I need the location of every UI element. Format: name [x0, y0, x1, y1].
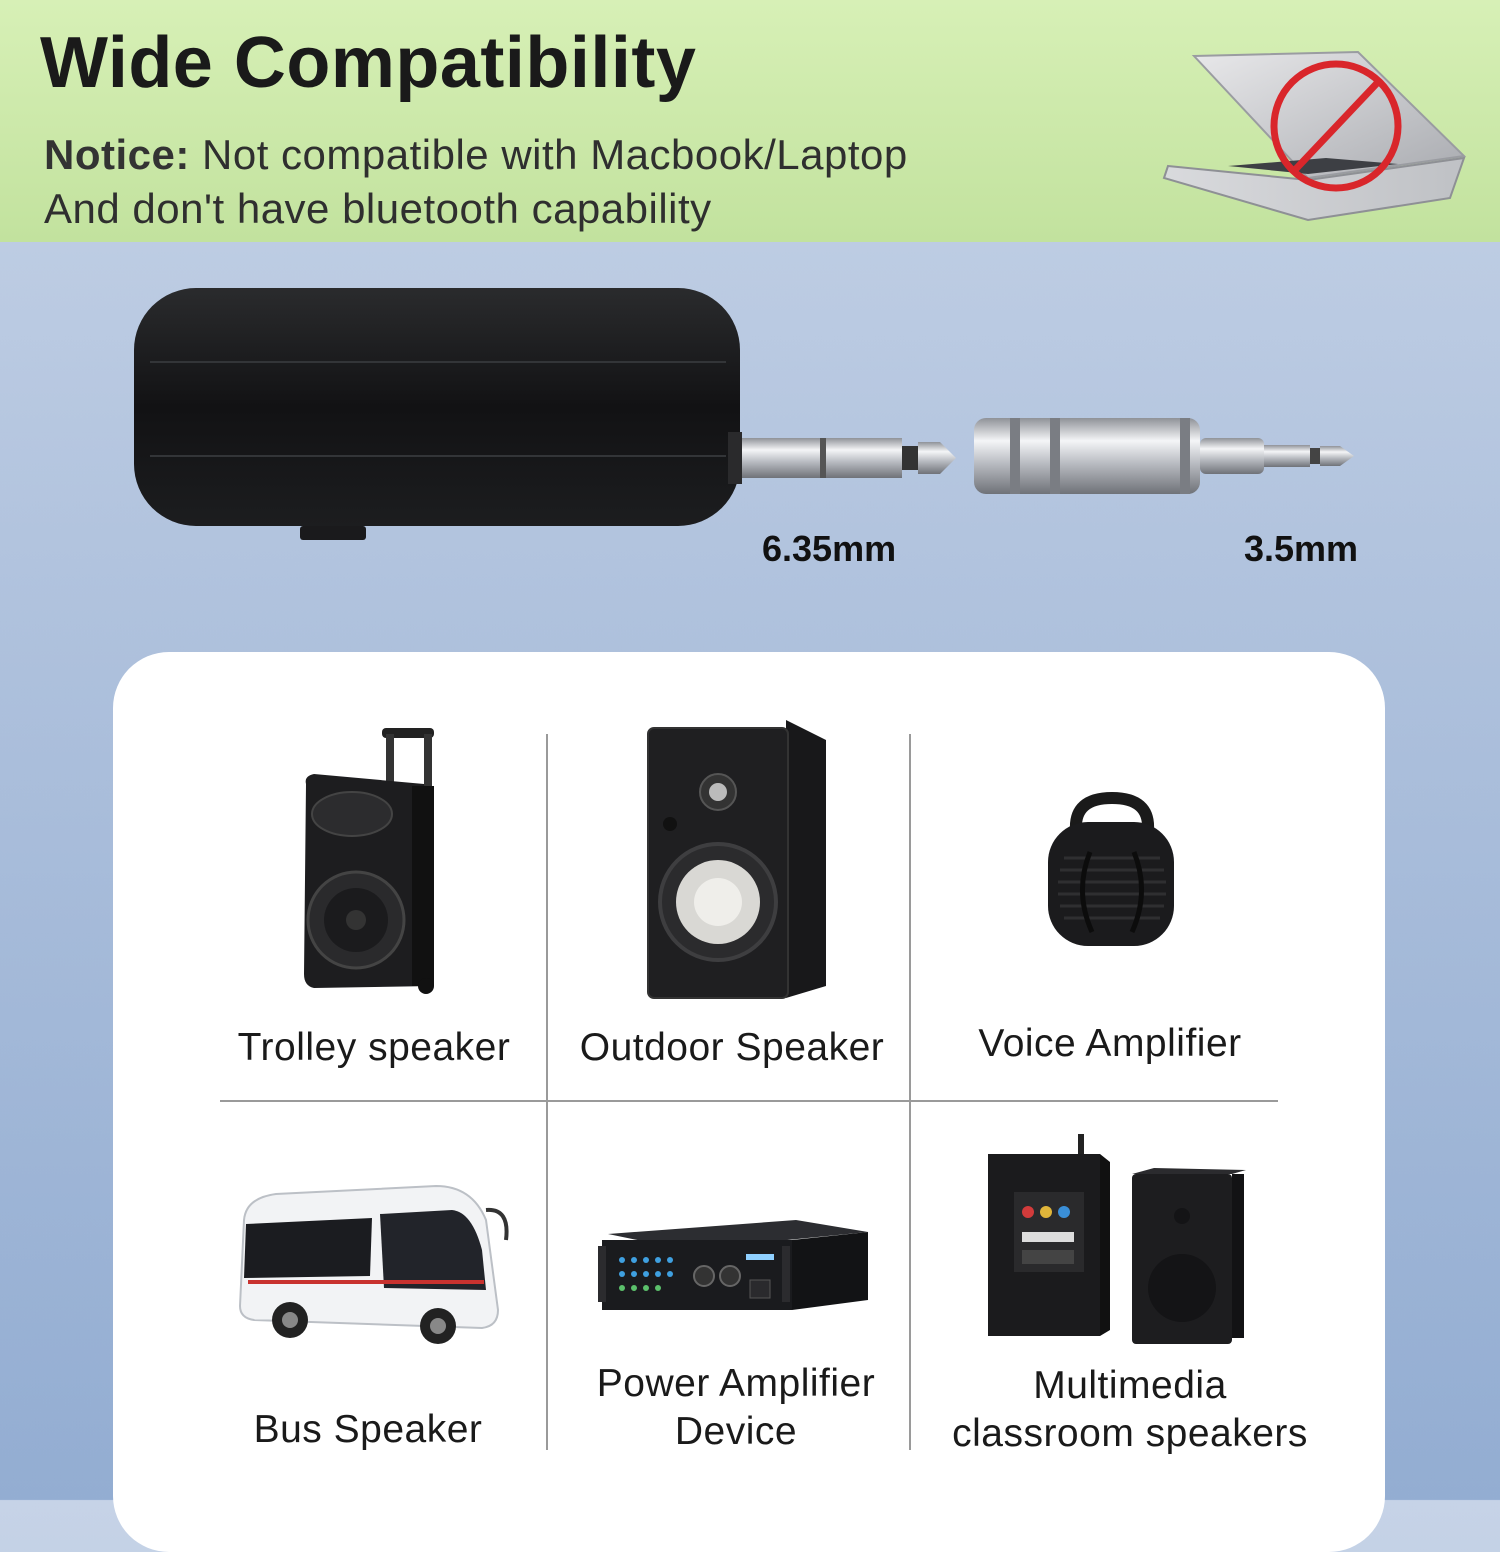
adapter-6-35-to-3-5 — [974, 418, 1354, 494]
device-label: Voice Amplifier — [978, 1022, 1242, 1065]
notice-line-2: And don't have bluetooth capability — [44, 185, 712, 232]
power-amplifier-icon — [598, 1220, 868, 1310]
device-label: Outdoor Speaker — [579, 1026, 885, 1069]
notice-label: Notice: — [44, 131, 190, 178]
device-label: Trolley speaker — [237, 1026, 511, 1069]
device-label-line-2: Device — [674, 1410, 798, 1453]
page-title: Wide Compatibility — [40, 23, 697, 103]
device-label-line-1: Power Amplifier — [596, 1362, 876, 1405]
notice-line-1: Notice: Not compatible with Macbook/Lapt… — [44, 128, 908, 182]
grid-divider-vertical-1 — [546, 734, 548, 1450]
notice-text: Notice: Not compatible with Macbook/Lapt… — [44, 128, 908, 236]
label-3-5mm: 3.5mm — [1244, 528, 1359, 569]
notice-message: Not compatible with Macbook/Laptop — [202, 131, 908, 178]
no-laptop-icon — [1162, 50, 1467, 222]
outdoor-speaker-icon — [647, 720, 826, 999]
trolley-speaker-icon — [304, 728, 434, 994]
receiver-and-adapter-illustration — [134, 288, 1354, 540]
device-label-line-2: classroom speakers — [952, 1412, 1308, 1455]
receiver-product-area: 6.35mm 3.5mm — [0, 242, 1500, 662]
device-label: Power Amplifier Device — [556, 1360, 916, 1456]
device-label-line-1: Multimedia — [1033, 1364, 1227, 1407]
grid-divider-horizontal — [220, 1100, 1278, 1102]
device-label: Multimedia classroom speakers — [950, 1362, 1310, 1458]
wireless-receiver — [134, 288, 956, 540]
voice-amplifier-icon — [1048, 792, 1174, 946]
label-6-35mm: 6.35mm — [762, 528, 897, 569]
device-label: Bus Speaker — [253, 1408, 483, 1451]
classroom-speakers-icon — [988, 1134, 1246, 1344]
bus-icon — [238, 1184, 509, 1344]
header-banner: Wide Compatibility Notice: Not compatibl… — [0, 0, 1500, 242]
grid-divider-vertical-2 — [909, 734, 911, 1450]
